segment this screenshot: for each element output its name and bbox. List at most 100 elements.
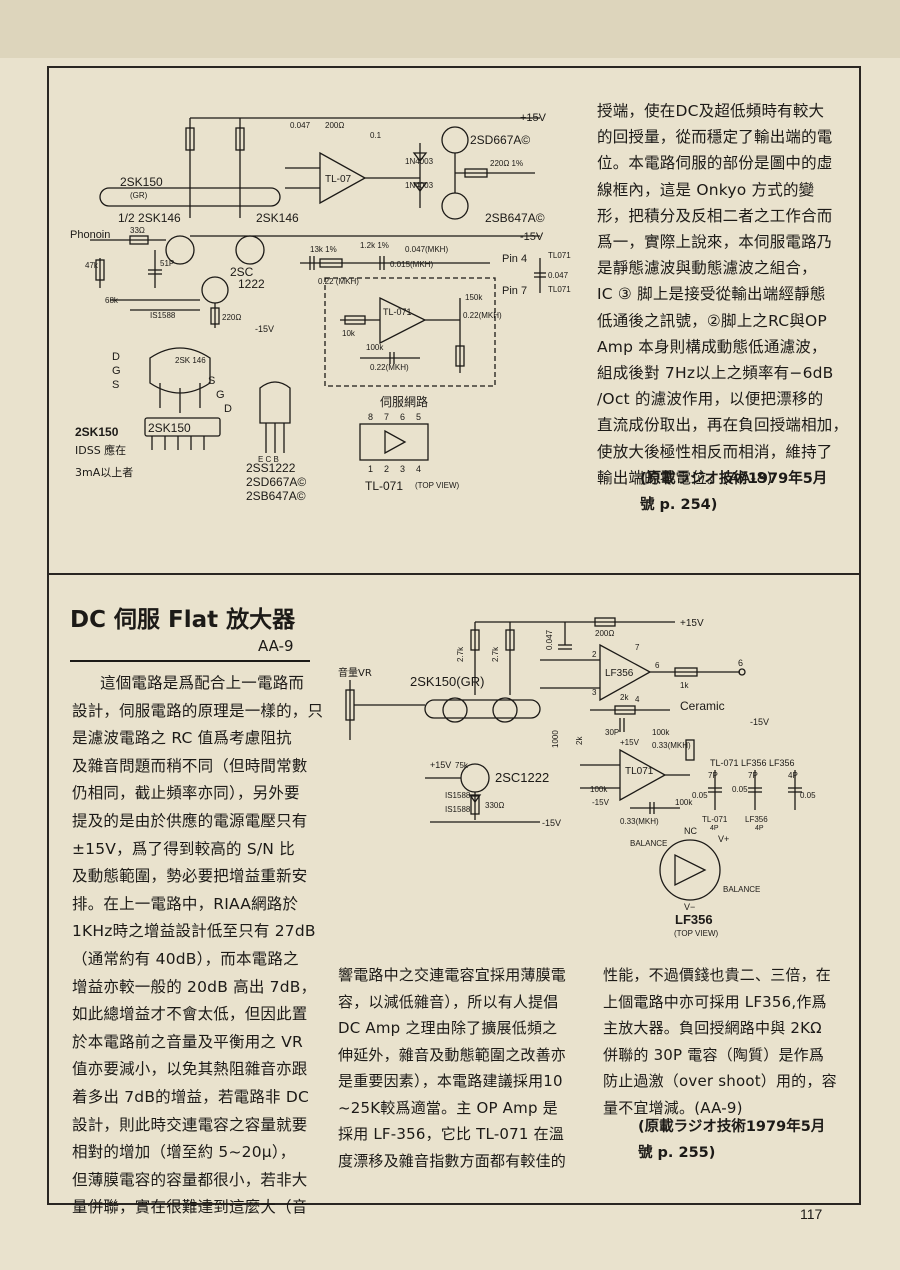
r-150k-label: 150k: [465, 293, 483, 302]
col1-line: 1KHz時之增益設計低至只有 27dB: [72, 922, 316, 941]
c-01-label: 0.1: [370, 131, 382, 140]
bot-vpos-label: +15V: [680, 618, 704, 629]
r-27k-a-label: 2.7k: [456, 646, 465, 662]
r-220-label: 220Ω 1%: [490, 159, 523, 168]
col1-line: 值亦要減小，以免其熱阻雜音亦跟: [72, 1060, 308, 1079]
top-line: 線框內，這是 Onkyo 方式的變: [597, 180, 815, 199]
bypass-foot-pin-2: 4P: [755, 825, 764, 832]
col3-line: 主放大器。負回授網路中與 2KΩ: [603, 1019, 822, 1037]
top-line: /Oct 的濾波作用，以便把漂移的: [597, 390, 824, 409]
source-line: 號 p. 255): [638, 1145, 716, 1161]
source-line: 號 p. 254): [640, 497, 718, 513]
c-0015mkh-label: 0.015(MKH): [390, 260, 433, 269]
col1-line: （通常約有 40dB），而本電路之: [72, 949, 299, 968]
top-line: 的回授量，從而穩定了輸出端的電: [597, 128, 833, 147]
top-line: 使放大後極性相反而相消，維持了: [597, 442, 833, 461]
top-line: IC ③ 脚上是接受從輸出端經靜態: [597, 285, 826, 304]
r-33-label: 33Ω: [130, 226, 145, 235]
bypass-pin-1: 7P: [708, 771, 718, 780]
col1-line: 設計，則此時交連電容之容量就要: [72, 1115, 308, 1134]
schematic-figure-top: +15V -15V 2SK150 (GR) 1/2 2SK146 2SK146 …: [70, 112, 571, 503]
col2-line: 是重要因素），本電路建議採用10: [338, 1072, 563, 1090]
q-2sk150-label: 2SK150: [120, 175, 163, 189]
bypass-val-1: 0.05: [692, 791, 708, 800]
col2-line: 度漂移及雜音指數方面都有較佳的: [338, 1151, 567, 1170]
col1-line: 提及的是由於供應的電源電壓只有: [72, 811, 308, 830]
bypass-foot-2: LF356: [745, 815, 768, 824]
servo-network-caption: 伺服網路: [380, 394, 428, 409]
servo-vpos-label: +15V: [620, 738, 640, 747]
col2-line: 容，以減低雜音），所以有人提倡: [338, 992, 559, 1011]
pkg-2sk146-label: 2SK 146: [175, 356, 206, 365]
pin-g2-label: G: [216, 389, 225, 401]
source-line: (原載ラジオ技術1979年5月: [638, 1119, 826, 1135]
col3-line: 併聯的 30P 電容（陶質）是作爲: [603, 1045, 825, 1064]
dip-pin-2: 2: [384, 464, 389, 474]
pin7-label: 7: [635, 643, 640, 652]
c-022mkh-c-label: 0.22(MKH): [370, 363, 409, 372]
c-033-b-label: 0.33(MKH): [620, 817, 659, 826]
col1-line: 着多出 7dB的增益，若電路非 DC: [72, 1087, 310, 1106]
ecb-label: E C B: [258, 455, 279, 464]
dip-pin-6: 6: [400, 412, 405, 422]
section-divider: [47, 573, 859, 575]
c-022mkh-label: 0.22 (MKH): [318, 277, 359, 286]
col2-line: ~25K較爲適當。主 OP Amp 是: [338, 1098, 558, 1117]
col1-line: 但薄膜電容的容量都很小，若非大: [72, 1170, 308, 1189]
dip-pin-4: 4: [416, 464, 421, 474]
pkg-2sk150-inline-label: 2SK150: [148, 421, 191, 435]
pin-g-label: G: [112, 365, 121, 377]
r-1k-label: 1k: [680, 681, 689, 690]
c-0047-b-label: 0.047: [290, 121, 311, 130]
q-2sk150-label: 2SK150(GR): [410, 674, 484, 689]
top-line: 低通後之訊號，②脚上之RC與OP: [597, 311, 827, 330]
r-68k-label: 68k: [105, 296, 119, 305]
bypass-pin-3: 4P: [788, 771, 798, 780]
servo-vneg-label: -15V: [592, 798, 610, 807]
r-100k-c-label: 100k: [675, 798, 693, 807]
pin-c-label: 0.047: [548, 271, 569, 280]
q-2sk150-grade: (GR): [130, 191, 148, 200]
pkg-balance-r-label: BALANCE: [723, 885, 760, 894]
col3-line: 上個電路中亦可採用 LF356,作爲: [603, 992, 827, 1011]
r-10k-label: 10k: [342, 329, 356, 338]
diode-is-label: IS1588: [150, 311, 176, 320]
bypass-foot-pin-1: 4P: [710, 825, 719, 832]
top-line: 直流成份取出，再在負回授端相加，: [597, 416, 849, 435]
input-label: Phonoin: [70, 229, 110, 241]
diode-b-label: 1N4003: [405, 181, 434, 190]
r-12k-label: 1.2k 1%: [360, 241, 389, 250]
col1-line: 及動態範圍，勢必要把增益重新安: [72, 867, 308, 886]
c-30p-label: 30P: [605, 728, 619, 737]
col1-line: 仍相同，截止頻率亦同），另外要: [72, 784, 300, 803]
top-line: 爲一，實際上說來，本伺服電路乃: [597, 233, 833, 252]
r-100k-b-label: 100k: [590, 785, 608, 794]
col2-line: 響電路中之交連電容宜採用薄膜電: [338, 966, 567, 984]
pkg-balance-l-label: BALANCE: [630, 839, 667, 848]
note-3ma: 3mA以上者: [75, 466, 133, 479]
dip-pin-7: 7: [384, 412, 389, 422]
col3-line: 防止過激（over shoot）用的，容: [603, 1072, 837, 1090]
t2-label: 2SD667A©: [246, 475, 306, 489]
q-2sk146-a-label: 1/2 2SK146: [118, 211, 181, 225]
top-vpos-label: +15V: [520, 112, 547, 124]
tl071-pkg-label: TL-071: [365, 479, 403, 493]
c-0047mkh-label: 0.047(MKH): [405, 245, 448, 254]
col1-line: 於本電路前之音量及平衡用之 VR: [72, 1032, 304, 1051]
r-100k-label: 100k: [652, 728, 670, 737]
q-2sk146-b-label: 2SK146: [256, 211, 299, 225]
pkg-nc-label: NC: [684, 826, 697, 836]
top-line: 是靜態濾波與動態濾波之組合，: [597, 259, 817, 278]
pkg-name-label: LF356: [675, 912, 713, 927]
bottom-source-citation: (原載ラジオ技術1979年5月 號 p. 255): [638, 1114, 825, 1166]
top-line: 輸出端的零電位。(AA-8): [597, 468, 773, 487]
pin2-label: 2: [592, 650, 597, 659]
col1-line: 量併聯，實在很難達到這麼大（音: [72, 1198, 308, 1217]
top-line: 授端，使在DC及超低頻時有較大: [597, 102, 825, 120]
page-number: 117: [800, 1206, 823, 1222]
q-vneg-label: -15V: [542, 818, 561, 828]
source-line: (原載ラジオ技術1979年5月: [640, 471, 828, 487]
q-2sc1222-label: 2SC1222: [495, 770, 549, 785]
r-330-label: 330Ω: [485, 801, 504, 810]
opamp-label: TL-07: [325, 174, 352, 185]
